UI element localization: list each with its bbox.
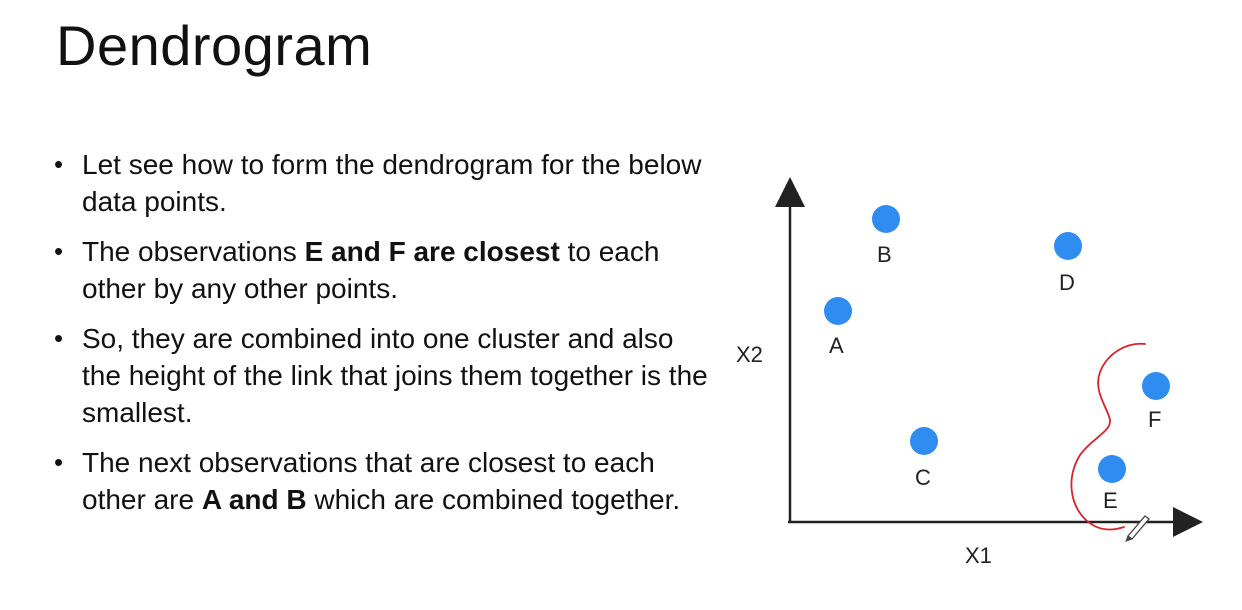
point-label: F <box>1148 407 1161 432</box>
point-d: D <box>1054 232 1082 295</box>
x-axis-label: X1 <box>965 543 992 568</box>
bullet-text: The next observations that are closest t… <box>82 447 680 515</box>
annotation-curve <box>1070 342 1146 531</box>
point-marker <box>1142 372 1170 400</box>
point-a: A <box>824 297 852 358</box>
point-label: E <box>1103 488 1118 513</box>
point-label: B <box>877 242 892 267</box>
pen-cursor-icon <box>1125 515 1150 542</box>
point-marker <box>910 427 938 455</box>
bullet-item: • The next observations that are closest … <box>50 444 710 518</box>
point-marker <box>1054 232 1082 260</box>
point-c: C <box>910 427 938 490</box>
bullet-item: • Let see how to form the dendrogram for … <box>50 146 710 220</box>
point-marker <box>872 205 900 233</box>
point-label: A <box>829 333 844 358</box>
bullet-dot-icon: • <box>54 149 64 179</box>
point-label: C <box>915 465 931 490</box>
bullet-item: • The observations E and F are closest to… <box>50 233 710 307</box>
bullet-text-run: The next observations that are closest t… <box>82 447 655 515</box>
point-f: F <box>1142 372 1170 432</box>
bullet-emphasis: A and B <box>201 484 307 515</box>
bullet-text-run: Let see how to form the dendrogram for t… <box>82 149 702 217</box>
point-e: E <box>1098 455 1126 513</box>
bullet-text: Let see how to form the dendrogram for t… <box>82 149 701 217</box>
bullet-text-run: So, they are combined into one cluster a… <box>82 323 708 428</box>
point-b: B <box>872 205 900 267</box>
bullet-text: The observations E and F are closest to … <box>82 236 659 304</box>
bullet-dot-icon: • <box>54 236 64 266</box>
slide-title: Dendrogram <box>56 14 373 77</box>
point-marker <box>824 297 852 325</box>
scatter-diagram: X2 X1 A B C D E F <box>736 177 1203 568</box>
y-axis-label: X2 <box>736 342 763 367</box>
bullet-item: • So, they are combined into one cluster … <box>50 320 710 431</box>
bullet-text-run: to each other by any other points. <box>82 236 660 304</box>
bullet-dot-icon: • <box>54 447 64 477</box>
bullet-list: • Let see how to form the dendrogram for … <box>50 146 710 531</box>
point-label: D <box>1059 270 1075 295</box>
bullet-text: So, they are combined into one cluster a… <box>82 323 708 428</box>
bullet-text-run: which are combined together. <box>306 484 681 515</box>
bullet-text-run: The observations <box>82 236 305 267</box>
point-marker <box>1098 455 1126 483</box>
bullet-emphasis: E and F are closest <box>304 236 560 267</box>
bullet-dot-icon: • <box>54 323 64 353</box>
